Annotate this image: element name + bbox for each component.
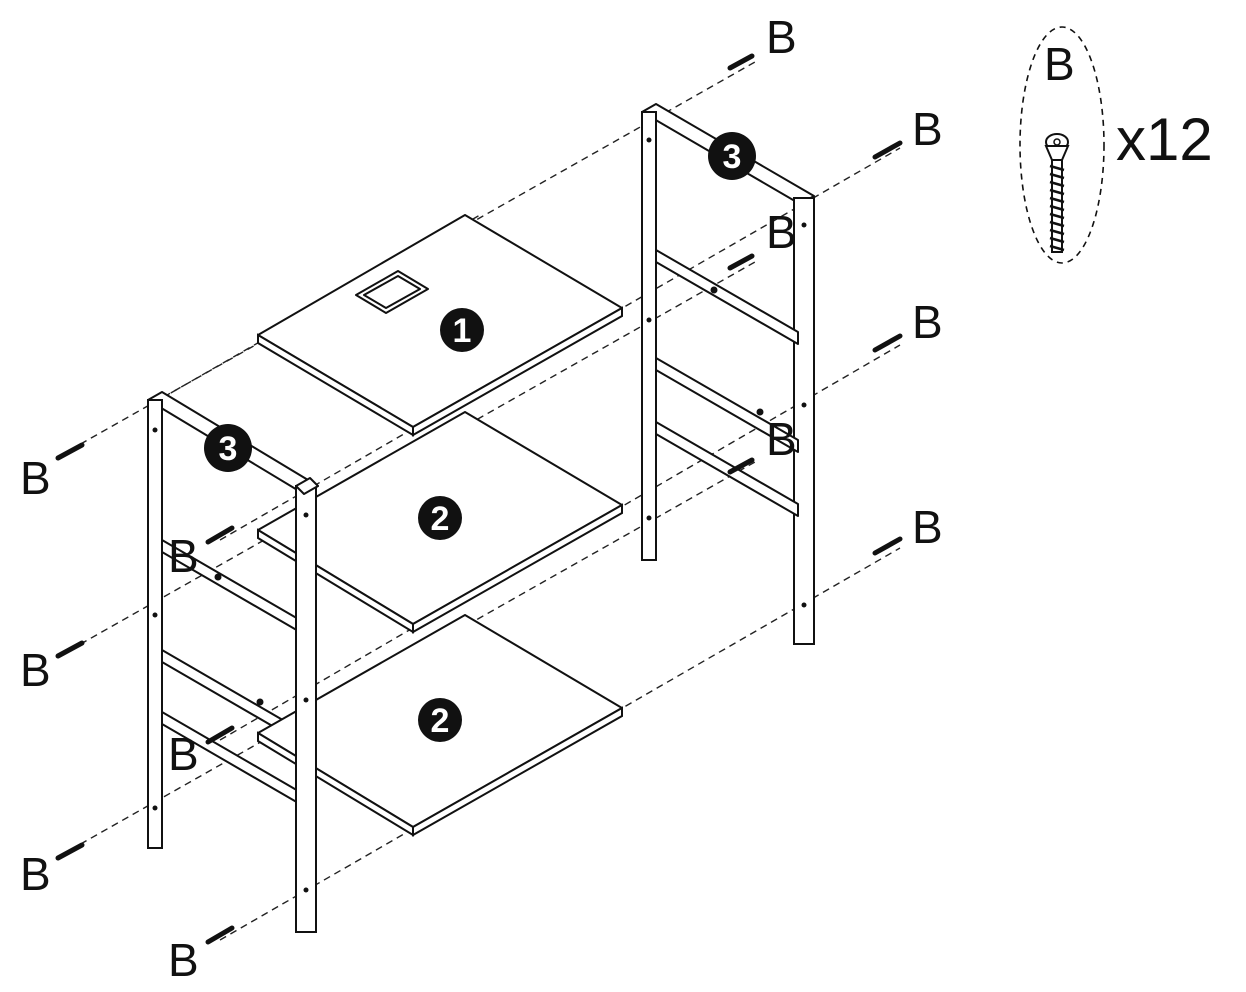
screw-label: B	[766, 206, 797, 258]
screw-label: B	[912, 296, 943, 348]
screw-label: B	[766, 413, 797, 465]
screw-label: B	[168, 530, 199, 582]
screw-icon	[872, 333, 903, 353]
screw-icon	[872, 536, 903, 556]
top-shelf-panel	[257, 214, 623, 437]
screw-label: B	[168, 728, 199, 780]
left-frame-front	[295, 477, 319, 933]
part-number-top-shelf: 1	[453, 312, 472, 350]
screw-label: B	[20, 848, 51, 900]
legend-screw-label: B	[1044, 38, 1075, 90]
part-number-middle-shelf: 2	[431, 500, 450, 538]
screw-icon	[205, 725, 235, 745]
right-side-frame	[641, 103, 815, 645]
screw-icon	[727, 53, 755, 71]
left-side-frame	[147, 391, 319, 933]
screw-label: B	[912, 501, 943, 553]
screw-icon	[727, 253, 755, 271]
screw-icon	[55, 842, 85, 861]
screw-label: B	[766, 11, 797, 63]
legend-quantity: x12	[1116, 106, 1213, 173]
screw-icon	[205, 925, 235, 945]
part-number-right-frame: 3	[723, 138, 742, 176]
screw-label: B	[20, 644, 51, 696]
screw-labels: B B B B B B B B B B B B	[20, 11, 943, 986]
screw-label: B	[168, 934, 199, 986]
screw-icon	[55, 640, 85, 659]
part-number-left-frame: 3	[219, 430, 238, 468]
part-badges: 1 2 2 3 3	[204, 132, 756, 742]
screw-label: B	[20, 452, 51, 504]
screws	[55, 53, 903, 945]
hardware-legend: B x12	[1019, 26, 1213, 264]
screw-icon	[1044, 133, 1070, 253]
part-number-bottom-shelf: 2	[431, 702, 450, 740]
screw-label: B	[912, 103, 943, 155]
screw-icon	[55, 442, 85, 461]
screw-icon	[205, 525, 235, 545]
screw-icon	[727, 457, 755, 475]
screw-icon	[872, 140, 903, 160]
